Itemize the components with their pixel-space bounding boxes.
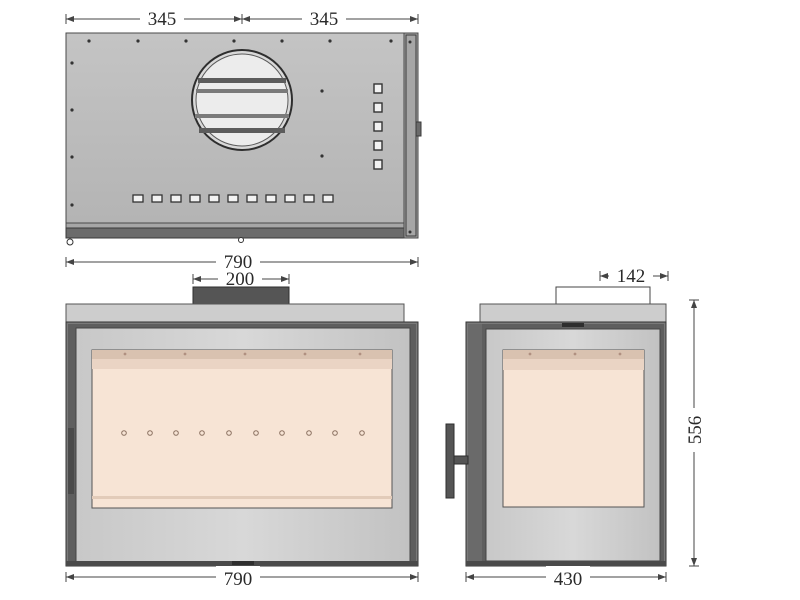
- top-dimension-790: 790: [65, 251, 419, 273]
- side-dimension-556: 556: [684, 299, 706, 567]
- side-door-handle: [445, 423, 469, 499]
- top-left-half-label: 345: [148, 9, 177, 30]
- side-view: 142: [445, 265, 706, 590]
- front-top-plate: [65, 303, 405, 323]
- side-dimension-142: 142: [599, 265, 669, 287]
- side-dimension-430: 430: [465, 566, 667, 590]
- top-right-half-label: 345: [310, 9, 339, 30]
- top-view: 345 345: [65, 8, 422, 273]
- front-view: 200: [65, 268, 419, 590]
- front-width-label: 790: [224, 569, 253, 590]
- side-flue-depth-label: 142: [617, 266, 646, 287]
- front-dimension-200: 200: [192, 268, 290, 290]
- top-dimension-345-345: 345 345: [65, 8, 419, 30]
- front-dimension-790: 790: [65, 566, 419, 590]
- top-screw-holes: [70, 39, 393, 207]
- front-flue-width-label: 200: [226, 269, 255, 290]
- top-control-knob: [66, 238, 74, 246]
- front-flue-collar: [192, 286, 290, 305]
- side-glass: [502, 349, 645, 508]
- top-width-label: 790: [224, 252, 253, 273]
- front-glass: [91, 349, 393, 509]
- side-depth-label: 430: [554, 569, 583, 590]
- side-flue-collar: [555, 286, 651, 305]
- top-vent-slots-horizontal: [132, 194, 334, 203]
- side-height-label: 556: [685, 416, 706, 445]
- top-flue-outlet: [191, 49, 293, 151]
- top-vent-slots-vertical: [373, 83, 383, 170]
